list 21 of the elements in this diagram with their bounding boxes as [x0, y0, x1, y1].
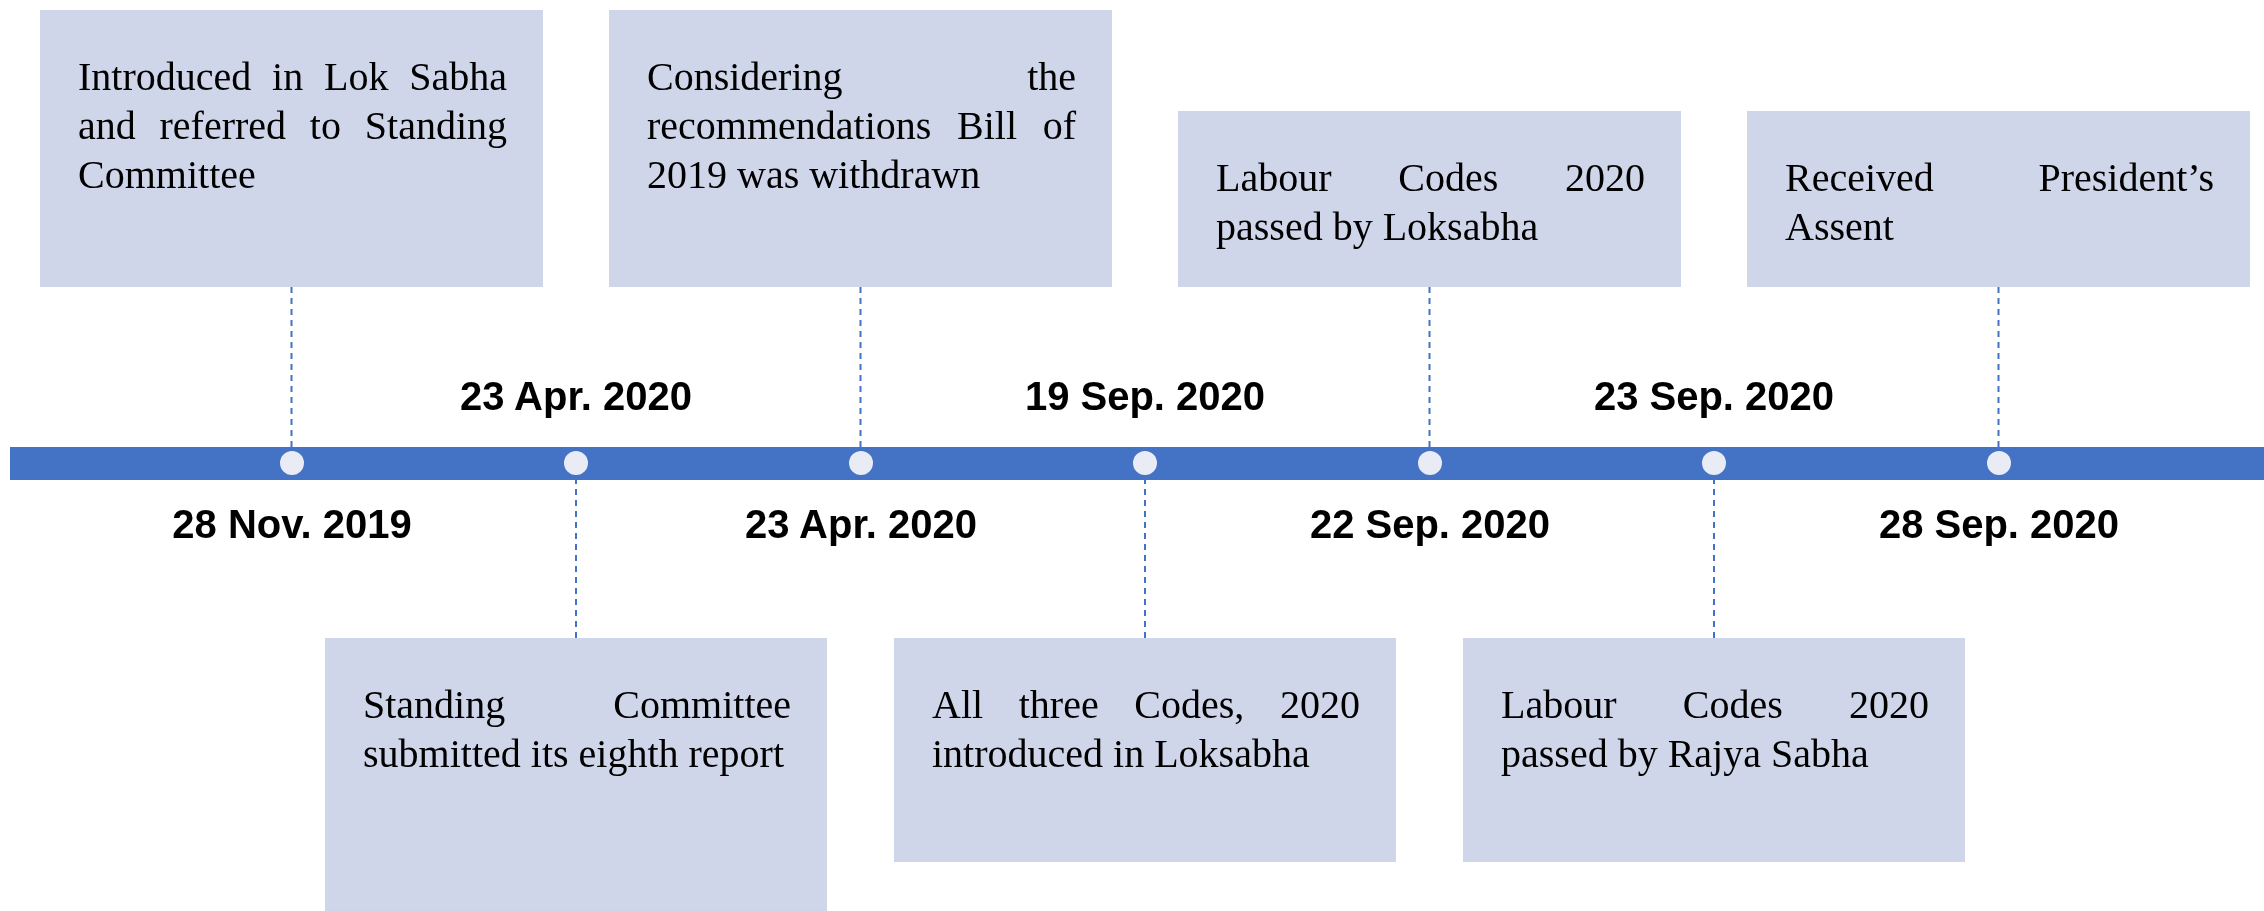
date-label: 22 Sep. 2020 — [1308, 501, 1552, 548]
event-box — [1178, 111, 1681, 287]
event-box — [325, 638, 827, 911]
event-text: Labour Codes 2020 passed by Loksabha — [1216, 154, 1645, 251]
event-box — [609, 10, 1112, 287]
event-text: All three Codes, 2020 introduced in Loksabha — [932, 681, 1360, 778]
date-label: 23 Sep. 2020 — [1592, 373, 1836, 420]
date-label: 23 Apr. 2020 — [744, 501, 978, 548]
event-text: Considering the recommendations Bill of 2019 was withdrawn — [647, 53, 1076, 199]
date-label: 28 Sep. 2020 — [1877, 501, 2121, 548]
date-label: 28 Nov. 2019 — [171, 501, 413, 548]
event-text: Received President’s Assent — [1785, 154, 2214, 251]
date-label: 23 Apr. 2020 — [459, 373, 693, 420]
event-text: Standing Committee submitted its eighth report — [363, 681, 791, 778]
event-box — [40, 10, 543, 287]
event-box — [1463, 638, 1965, 862]
event-box — [894, 638, 1396, 862]
date-label: 19 Sep. 2020 — [1023, 373, 1267, 420]
event-text: Labour Codes 2020 passed by Rajya Sabha — [1501, 681, 1929, 778]
event-box — [1747, 111, 2250, 287]
event-text: Introduced in Lok Sabha and referred to Standing Committee — [78, 53, 507, 199]
